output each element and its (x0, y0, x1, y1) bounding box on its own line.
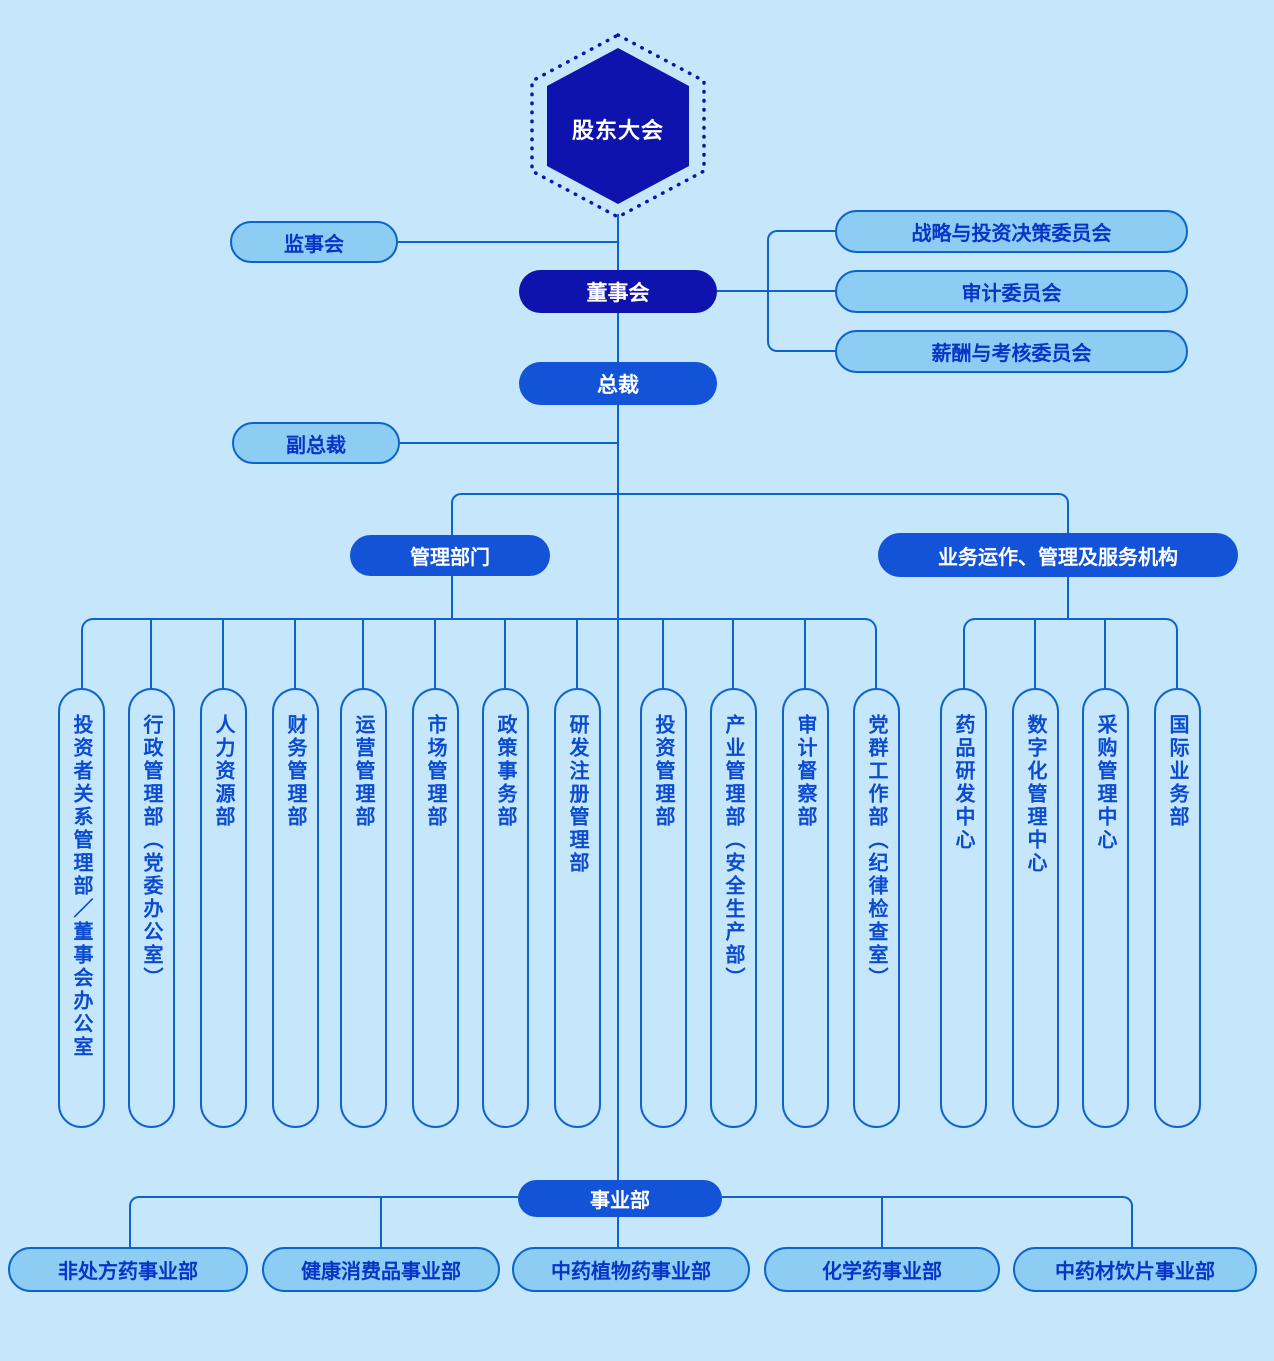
connector-drop (362, 618, 364, 688)
dept-capsule: 财务管理部 (272, 688, 319, 1128)
node-business-header: 业务运作、管理及服务机构 (878, 533, 1238, 577)
node-division: 中药材饮片事业部 (1013, 1247, 1257, 1292)
biz-label: 药品研发中心 (952, 714, 974, 852)
connector-drop (504, 618, 506, 688)
connector-drop (576, 618, 578, 688)
dept-capsule: 行政管理部（党委办公室） (128, 688, 175, 1128)
dept-label: 审计督察部 (794, 714, 816, 829)
biz-label: 数字化管理中心 (1024, 714, 1046, 875)
connector-drop (150, 618, 152, 688)
connector-board-committees (716, 290, 836, 292)
connector-divisions-left (129, 1196, 518, 1247)
connector-committees-bracket (767, 230, 835, 352)
biz-capsule: 采购管理中心 (1082, 688, 1129, 1128)
hexagon-solid (547, 48, 689, 204)
connector-mgmt-stem (451, 575, 453, 620)
dept-capsule: 党群工作部（纪律检查室） (853, 688, 900, 1128)
shareholders-hexagon (530, 33, 706, 219)
dept-label: 政策事务部 (494, 714, 516, 829)
connector-trunk-division (617, 1216, 619, 1248)
dept-capsule: 产业管理部（安全生产部） (710, 688, 757, 1128)
connector-trunk-board-president (617, 313, 619, 363)
connector-vice-president (400, 442, 619, 444)
dept-label: 党群工作部（纪律检查室） (865, 714, 887, 990)
node-board-of-directors: 董事会 (519, 270, 717, 313)
node-committee: 薪酬与考核委员会 (835, 330, 1188, 373)
biz-label: 国际业务部 (1166, 714, 1188, 829)
connector-drop (380, 1196, 382, 1247)
dept-label: 研发注册管理部 (566, 714, 588, 875)
node-committee: 审计委员会 (835, 270, 1188, 313)
connector-drop (294, 618, 296, 688)
dept-capsule: 投资管理部 (640, 688, 687, 1128)
node-division: 化学药事业部 (764, 1247, 1000, 1292)
node-vice-president: 副总裁 (232, 422, 400, 464)
node-shareholders-meeting: 股东大会 (571, 118, 664, 143)
dept-capsule: 人力资源部 (200, 688, 247, 1128)
dept-capsule: 市场管理部 (412, 688, 459, 1128)
node-committee: 战略与投资决策委员会 (835, 210, 1188, 253)
dept-label: 投资者关系管理部／董事会办公室 (70, 714, 92, 1059)
dept-label: 投资管理部 (652, 714, 674, 829)
connector-drop (1034, 618, 1036, 688)
connector-divisions-right (722, 1196, 1133, 1247)
node-supervisory-board: 监事会 (230, 221, 398, 263)
dept-capsule: 研发注册管理部 (554, 688, 601, 1128)
dept-capsule: 审计督察部 (782, 688, 829, 1128)
connector-drop (881, 1196, 883, 1247)
connector-drop (662, 618, 664, 688)
dept-label: 人力资源部 (212, 714, 234, 829)
connector-drop (732, 618, 734, 688)
dept-capsule: 投资者关系管理部／董事会办公室 (58, 688, 105, 1128)
connector-supervisory (398, 241, 619, 243)
dept-capsule: 政策事务部 (482, 688, 529, 1128)
connector-drop (434, 618, 436, 688)
connector-biz-stem (1067, 577, 1069, 620)
connector-biz-comb (963, 618, 1178, 688)
dept-label: 行政管理部（党委办公室） (140, 714, 162, 990)
biz-capsule: 国际业务部 (1154, 688, 1201, 1128)
connector-mgmt-comb (81, 618, 877, 688)
node-division: 健康消费品事业部 (262, 1247, 500, 1292)
connector-trunk-main (617, 404, 619, 1181)
dept-label: 运营管理部 (352, 714, 374, 829)
connector-drop (1104, 618, 1106, 688)
connector-drop (222, 618, 224, 688)
node-division: 非处方药事业部 (8, 1247, 248, 1292)
hexagon-dotted-outline (530, 33, 706, 219)
node-management-header: 管理部门 (350, 535, 550, 576)
biz-capsule: 数字化管理中心 (1012, 688, 1059, 1128)
connector-branch-split (451, 493, 1069, 535)
connector-drop (804, 618, 806, 688)
node-division: 中药植物药事业部 (512, 1247, 750, 1292)
dept-capsule: 运营管理部 (340, 688, 387, 1128)
biz-label: 采购管理中心 (1094, 714, 1116, 852)
dept-label: 产业管理部（安全生产部） (722, 714, 744, 990)
node-division-header: 事业部 (518, 1180, 722, 1217)
biz-capsule: 药品研发中心 (940, 688, 987, 1128)
dept-label: 市场管理部 (424, 714, 446, 829)
dept-label: 财务管理部 (284, 714, 306, 829)
node-president: 总裁 (519, 362, 717, 405)
